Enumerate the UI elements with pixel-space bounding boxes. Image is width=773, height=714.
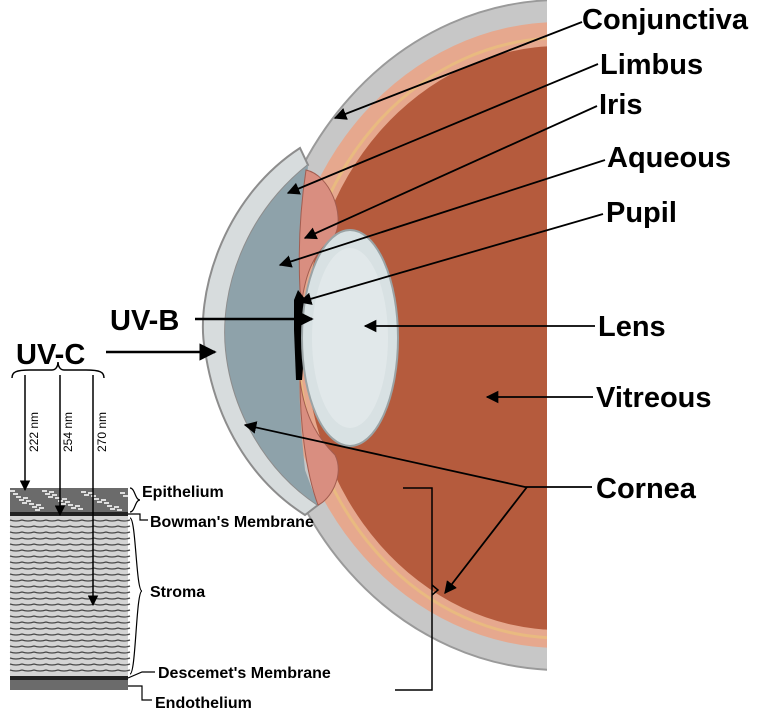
- epithelium-cell: [94, 498, 99, 500]
- label-limbus: Limbus: [600, 49, 703, 81]
- epithelium-cell: [29, 503, 34, 505]
- lens-core: [312, 248, 388, 428]
- epithelium-cell: [107, 505, 112, 507]
- epithelium-cell: [61, 503, 66, 505]
- epithelium-cell: [10, 490, 15, 492]
- epithelium-cell: [110, 508, 115, 510]
- epithelium-cell: [101, 499, 106, 501]
- epithelium-cell: [78, 508, 83, 510]
- epithelium-cell: [117, 509, 122, 511]
- endothelium-leader: [128, 686, 152, 700]
- label-222nm: 222 nm: [27, 412, 41, 452]
- label-270nm: 270 nm: [95, 412, 109, 452]
- epithelium-cell: [114, 506, 119, 508]
- epithelium-cell: [48, 496, 53, 498]
- label-254nm: 254 nm: [61, 412, 75, 452]
- epithelium-cell: [68, 504, 73, 506]
- label-conjunctiva: Conjunctiva: [582, 4, 749, 36]
- epithelium-cell: [49, 491, 54, 493]
- label-uvc: UV-C: [16, 339, 85, 371]
- stroma-brace: [130, 518, 142, 674]
- label-cornea: Cornea: [596, 473, 697, 505]
- epithelium-cell: [52, 494, 57, 496]
- epithelium-cell: [81, 491, 86, 493]
- epithelium-cell: [16, 496, 21, 498]
- epithelium-cell: [45, 493, 50, 495]
- epithelium-cell: [123, 495, 128, 497]
- epithelium-cell: [36, 504, 41, 506]
- label-lens: Lens: [598, 311, 666, 343]
- label-aqueous: Aqueous: [607, 142, 731, 174]
- epithelium-cell: [19, 499, 24, 501]
- epithelium-cell: [65, 501, 70, 503]
- epithelium-brace: [130, 488, 140, 512]
- epithelium-cell: [42, 490, 47, 492]
- label-pupil: Pupil: [606, 197, 677, 229]
- descemet-layer: [10, 676, 128, 680]
- epithelium-cell: [104, 502, 109, 504]
- epithelium-cell: [84, 494, 89, 496]
- label-epithelium: Epithelium: [142, 484, 224, 501]
- label-endothelium: Endothelium: [155, 695, 252, 712]
- label-uvb: UV-B: [110, 305, 179, 337]
- epithelium-cell: [32, 506, 37, 508]
- epithelium-cell: [75, 505, 80, 507]
- label-descemet: Descemet's Membrane: [158, 665, 331, 682]
- epithelium-cell: [120, 492, 125, 494]
- epithelium-cell: [97, 501, 102, 503]
- epithelium-cell: [71, 507, 76, 509]
- label-bowman: Bowman's Membrane: [150, 514, 314, 531]
- endothelium-layer: [10, 680, 128, 690]
- epithelium-cell: [13, 493, 18, 495]
- epithelium-cell: [62, 498, 67, 500]
- epithelium-cell: [35, 509, 40, 511]
- epithelium-cell: [39, 507, 44, 509]
- bowman-layer: [10, 512, 128, 516]
- epithelium-cell: [23, 497, 28, 499]
- label-iris: Iris: [599, 89, 643, 121]
- epithelium-cell: [26, 500, 31, 502]
- label-vitreous: Vitreous: [596, 382, 712, 414]
- label-stroma: Stroma: [150, 584, 205, 601]
- cornea-layers-block: [10, 488, 130, 690]
- descemet-leader: [128, 672, 155, 678]
- epithelium-cell: [22, 502, 27, 504]
